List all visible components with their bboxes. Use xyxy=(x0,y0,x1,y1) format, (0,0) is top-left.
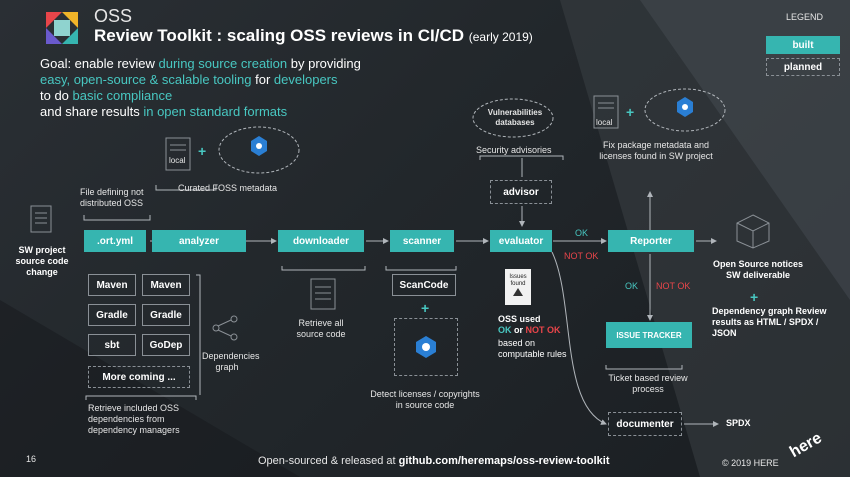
manager-maven-1: Maven xyxy=(88,274,136,296)
database-right-icon xyxy=(593,95,619,129)
detect-label: Detect licenses / copyrights in source c… xyxy=(370,389,480,410)
plus-right-icon: + xyxy=(626,104,635,120)
cloud-icon xyxy=(472,98,554,138)
not-ok-label: NOT OK xyxy=(564,251,599,261)
spdx-label: SPDX xyxy=(726,418,751,428)
local-left-label: local xyxy=(169,156,186,165)
clearlydefined-cloud-right-icon xyxy=(644,88,726,132)
ok2-label: OK xyxy=(625,281,639,291)
oss-logo-icon xyxy=(46,12,78,44)
evaluator-box: evaluator xyxy=(490,230,552,252)
source-code-icon xyxy=(310,278,336,310)
file-defining-label: File defining not distributed OSS xyxy=(80,187,144,208)
copyright: © 2019 HERE xyxy=(722,458,779,468)
repo-link[interactable]: github.com/heremaps/oss-review-toolkit xyxy=(398,455,610,467)
not-ok2-label: NOT OK xyxy=(656,281,691,291)
vuln-db-label: Vulnerabilities databases xyxy=(487,108,543,127)
package-icon xyxy=(736,214,770,249)
documenter-box: documenter xyxy=(608,412,682,436)
goal-text: Goal: enable review during source creati… xyxy=(40,56,361,119)
legend-built: built xyxy=(766,36,840,54)
page-title: Review Toolkit : scaling OSS reviews in … xyxy=(94,26,533,46)
manager-gradle-2: Gradle xyxy=(142,304,190,326)
title-subtitle: (early 2019) xyxy=(468,30,533,44)
retrieve-included-label: Retrieve included OSS dependencies from … xyxy=(88,403,180,435)
manager-maven-2: Maven xyxy=(142,274,190,296)
issue-tracker-box: ISSUE TRACKER xyxy=(606,322,692,348)
clearlydefined-icon xyxy=(416,336,436,358)
fix-meta-label: Fix package metadata and licenses found … xyxy=(599,140,713,161)
clearlydefined-scanner-box xyxy=(394,318,458,376)
based-on-label: based on computable rules xyxy=(498,338,567,359)
oss-used-text: OSS used OK or NOT OK xyxy=(498,314,561,335)
more-coming-box: More coming ... xyxy=(88,366,190,388)
local-right-label: local xyxy=(596,118,613,127)
legend-planned: planned xyxy=(766,58,840,76)
manager-godep: GoDep xyxy=(142,334,190,356)
plus-icon: + xyxy=(198,143,207,159)
advisor-box: advisor xyxy=(490,180,552,204)
scanner-box: scanner xyxy=(390,230,454,252)
page-number: 16 xyxy=(26,454,37,464)
plus-scanner-icon: + xyxy=(421,300,430,316)
title-text: Review Toolkit : scaling OSS reviews in … xyxy=(94,26,465,45)
security-advisories-label: Security advisories xyxy=(476,145,552,155)
legend-title: LEGEND xyxy=(786,12,824,22)
dep-graph-label: Dependency graph Review results as HTML … xyxy=(712,306,827,338)
ort-yml-box: .ort.yml xyxy=(84,230,146,252)
clearlydefined-cloud-icon xyxy=(218,126,300,174)
ok-label: OK xyxy=(575,228,589,238)
curated-label: Curated FOSS metadata xyxy=(178,183,278,193)
downloader-box: downloader xyxy=(278,230,364,252)
issues-document-icon xyxy=(505,269,531,305)
graph-icon xyxy=(212,315,238,341)
manager-sbt: sbt xyxy=(88,334,136,356)
footer-text: Open-sourced & released at github.com/he… xyxy=(258,455,610,467)
document-icon xyxy=(30,205,52,233)
scancode-box: ScanCode xyxy=(392,274,456,296)
database-icon xyxy=(165,137,191,171)
retrieve-all-label: Retrieve all source code xyxy=(296,318,346,339)
sw-project-label: SW project source code change xyxy=(15,245,69,277)
ticket-label: Ticket based review process xyxy=(608,373,688,394)
deps-graph-label: Dependencies graph xyxy=(202,351,260,372)
issues-found-label: Issues found xyxy=(509,274,527,287)
open-source-notices-label: Open Source notices SW deliverable xyxy=(712,259,804,280)
analyzer-box: analyzer xyxy=(152,230,246,252)
manager-gradle-1: Gradle xyxy=(88,304,136,326)
plus-reporter-icon: + xyxy=(750,289,759,305)
brand-label: OSS xyxy=(94,6,133,26)
reporter-box: Reporter xyxy=(608,230,694,252)
